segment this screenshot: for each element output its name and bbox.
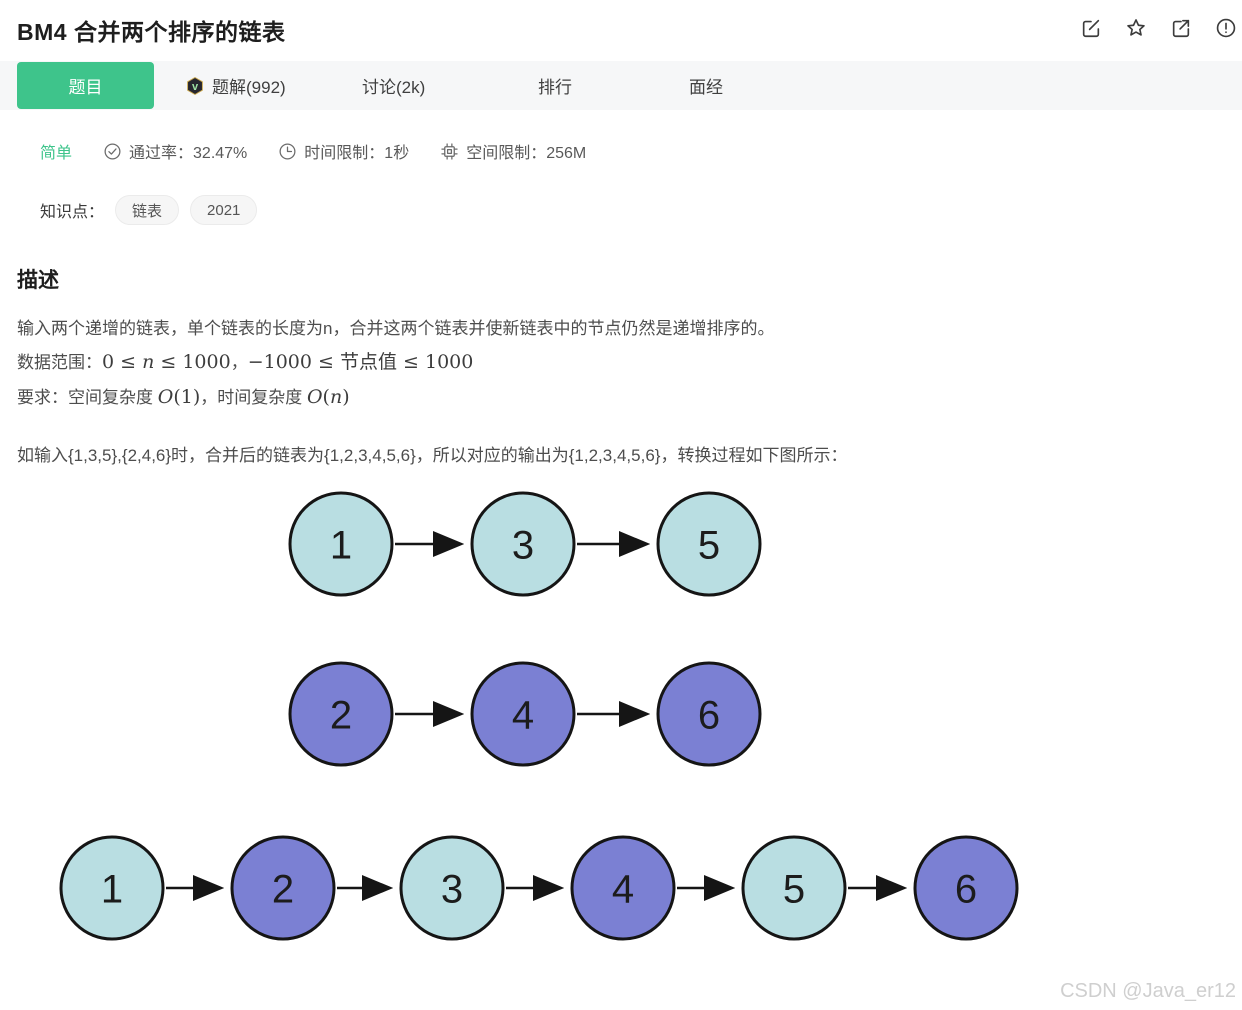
list-node xyxy=(230,835,336,941)
list-node xyxy=(288,491,394,597)
list-node xyxy=(288,661,394,767)
pass-rate-label: 通过率：32.47% xyxy=(129,145,248,162)
list-node xyxy=(913,835,1019,941)
page-title: BM4 合并两个排序的链表 xyxy=(17,19,286,45)
description-heading: 描述 xyxy=(17,269,59,292)
separator: ， xyxy=(230,353,248,372)
tab-discuss[interactable]: 讨论(2k) xyxy=(362,61,425,110)
memory-limit-label: 空间限制：256M xyxy=(466,145,587,162)
knowledge-tags-row: 知识点： 链表 2021 xyxy=(40,195,258,225)
tab-discuss-label: 讨论(2k) xyxy=(362,78,426,97)
list-node-value: 1 xyxy=(330,523,352,567)
list-node xyxy=(741,835,847,941)
star-icon[interactable] xyxy=(1124,16,1148,40)
math-fragment: 0 ≤ xyxy=(102,351,143,373)
description-body: 输入两个递增的链表，单个链表的长度为n，合并这两个链表并使新链表中的节点仍然是递… xyxy=(17,312,1177,415)
tab-rank-label: 排行 xyxy=(538,78,572,97)
math-fragment: −1000 ≤ 节点值 ≤ 1000 xyxy=(247,351,474,373)
edit-icon[interactable] xyxy=(1079,16,1103,40)
memory-chip-icon xyxy=(441,142,458,160)
math-fragment: (1) xyxy=(173,386,201,408)
list-node-value: 1 xyxy=(101,867,123,911)
list-node xyxy=(59,835,165,941)
linked-list-diagram: 1 3 5 2 4 6 1 2 3 4 5 6 xyxy=(59,491,1019,941)
tab-problem-label: 题目 xyxy=(68,78,103,97)
external-link-icon[interactable] xyxy=(1169,16,1193,40)
list-node xyxy=(470,661,576,767)
knowledge-tags-label: 知识点： xyxy=(40,204,105,221)
math-fragment: ( xyxy=(322,386,330,408)
memory-limit: 空间限制：256M xyxy=(440,139,586,163)
tab-bar: 题目 v 题解(992) 讨论(2k) 排行 面经 xyxy=(0,61,1242,110)
list-node-value: 4 xyxy=(612,867,634,911)
check-circle-icon xyxy=(104,143,121,159)
tab-problem[interactable]: 题目 xyxy=(17,62,154,109)
time-limit-label: 时间限制：1秒 xyxy=(304,145,410,162)
list-node-value: 2 xyxy=(330,693,352,737)
requirement-label: 要求：空间复杂度 xyxy=(17,388,158,407)
pass-rate: 通过率：32.47% xyxy=(103,139,247,163)
list-node-value: 3 xyxy=(512,523,534,567)
requirement-line: 要求：空间复杂度 O(1)，时间复杂度 O(n) xyxy=(17,380,1177,415)
tag-2021[interactable]: 2021 xyxy=(190,195,258,225)
list-node-value: 6 xyxy=(698,693,720,737)
header: BM4 合并两个排序的链表 xyxy=(0,0,1242,60)
time-limit: 时间限制：1秒 xyxy=(278,139,409,163)
list-node-value: 5 xyxy=(698,523,720,567)
tab-rank[interactable]: 排行 xyxy=(538,61,572,110)
list-node-value: 2 xyxy=(272,867,294,911)
list-node-value: 3 xyxy=(441,867,463,911)
list-node-value: 6 xyxy=(955,867,977,911)
tab-solutions-label: 题解(992) xyxy=(212,78,286,97)
requirement-mid: ，时间复杂度 xyxy=(200,388,307,407)
list-node-value: 5 xyxy=(783,867,805,911)
list-node xyxy=(656,491,762,597)
math-big-O: O xyxy=(306,386,323,408)
tab-interview-label: 面经 xyxy=(689,78,723,97)
meta-row: 简单 通过率：32.47% 时间限制：1秒 空间限制：256M xyxy=(40,137,586,165)
report-icon[interactable] xyxy=(1214,16,1238,40)
tag-linked-list[interactable]: 链表 xyxy=(115,195,180,225)
clock-icon xyxy=(279,143,296,159)
math-big-O: O xyxy=(157,386,174,408)
data-range-line: 数据范围：0 ≤ n ≤ 1000，−1000 ≤ 节点值 ≤ 1000 xyxy=(17,345,1177,380)
description-paragraph: 输入两个递增的链表，单个链表的长度为n，合并这两个链表并使新链表中的节点仍然是递… xyxy=(17,319,775,338)
math-fragment: ) xyxy=(342,386,350,408)
watermark: CSDN @Java_er12 xyxy=(1060,980,1236,1002)
solutions-badge-icon: v xyxy=(185,76,205,96)
svg-text:v: v xyxy=(192,81,199,93)
math-variable-n: n xyxy=(142,351,155,373)
list-node xyxy=(399,835,505,941)
list-node xyxy=(470,491,576,597)
header-actions xyxy=(1079,16,1238,40)
list-node-value: 4 xyxy=(512,693,534,737)
difficulty-badge: 简单 xyxy=(40,145,73,162)
data-range-label: 数据范围： xyxy=(17,353,102,372)
list-node xyxy=(570,835,676,941)
math-fragment: ≤ 1000 xyxy=(154,351,231,373)
list-node xyxy=(656,661,762,767)
example-line: 如输入{1,3,5},{2,4,6}时，合并后的链表为{1,2,3,4,5,6}… xyxy=(17,446,848,465)
math-variable-n: n xyxy=(329,386,343,408)
tab-solutions[interactable]: v 题解(992) xyxy=(185,61,286,110)
tab-interview[interactable]: 面经 xyxy=(689,61,723,110)
